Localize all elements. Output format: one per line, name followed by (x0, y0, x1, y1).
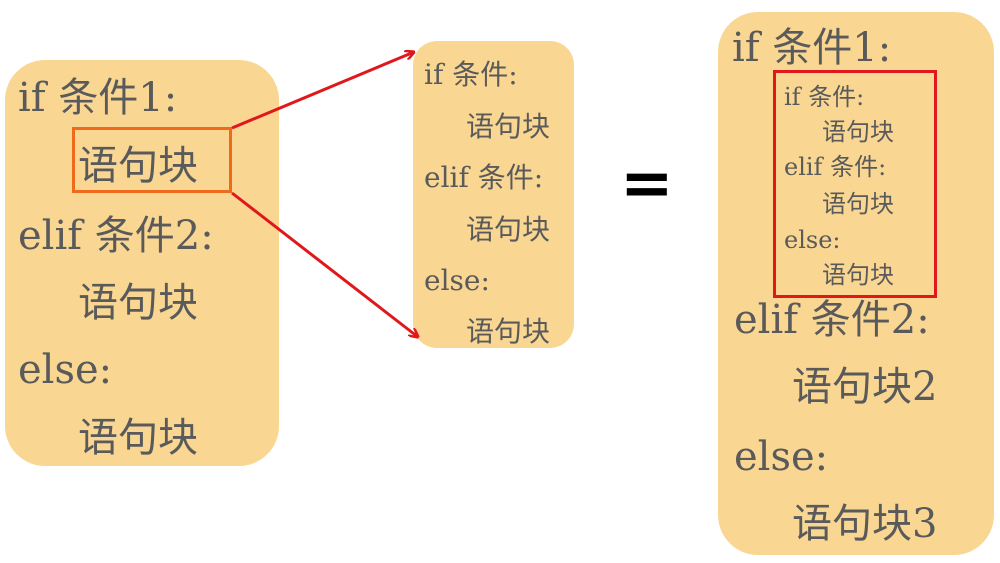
middle-stmt-3: 语句块 (466, 315, 551, 348)
left-elif-line: elif 条件2: (18, 213, 214, 259)
nested-stmt-1: 语句块 (822, 118, 894, 146)
nested-elif-line: elif 条件: (784, 153, 887, 181)
middle-elif-line: elif 条件: (424, 161, 544, 194)
right-highlight-box (773, 70, 937, 298)
arrow-upper (231, 52, 414, 130)
arrow-lower (231, 191, 418, 337)
nested-else-line: else: (784, 226, 841, 254)
left-if-line: if 条件1: (18, 75, 178, 121)
nested-stmt-3: 语句块 (822, 261, 894, 289)
left-stmt-1: 语句块 (78, 143, 198, 189)
left-stmt-2: 语句块 (78, 280, 198, 326)
middle-code-block (413, 41, 574, 348)
right-stmt-3: 语句块3 (792, 501, 938, 547)
right-if-line: if 条件1: (732, 25, 892, 71)
left-stmt-3: 语句块 (78, 415, 198, 461)
left-highlight-box (72, 127, 232, 193)
middle-else-line: else: (424, 264, 490, 297)
middle-stmt-1: 语句块 (466, 110, 551, 143)
middle-stmt-2: 语句块 (466, 213, 551, 246)
equals-sign: = (620, 147, 674, 221)
nested-stmt-2: 语句块 (822, 190, 894, 218)
right-elif-line: elif 条件2: (734, 297, 930, 343)
middle-if-line: if 条件: (424, 58, 518, 91)
right-code-block (718, 12, 994, 555)
right-else-line: else: (734, 434, 829, 480)
nested-if-line: if 条件: (784, 83, 865, 111)
right-stmt-2: 语句块2 (792, 364, 938, 410)
left-else-line: else: (18, 347, 113, 393)
